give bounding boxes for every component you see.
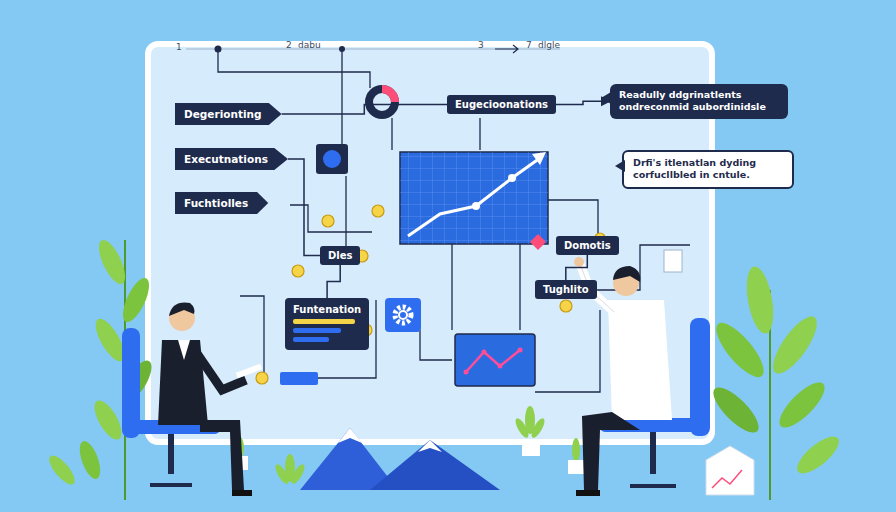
icon-dot: [323, 150, 341, 168]
house-chart-line: [712, 470, 742, 488]
node-text: Readully ddgrinatlents ondreconmid aubor…: [619, 89, 779, 114]
mountain-snow: [338, 428, 362, 443]
callout-bubble: Readully ddgrinatlents ondreconmid aubor…: [610, 84, 788, 119]
donut-chart: [369, 89, 395, 115]
bubble-tail: [601, 92, 611, 104]
chart-arrow: [532, 152, 546, 165]
process-box: Eugecioonations: [447, 95, 556, 114]
panel-bar: [293, 337, 329, 342]
node-text: Degerionting: [184, 108, 262, 120]
gear-box: [385, 298, 421, 332]
step-label: 3: [478, 40, 484, 50]
step-label: dabu: [298, 40, 321, 50]
timeline-arrow: [495, 45, 518, 53]
mini-point: [518, 348, 523, 353]
node-text: Dles: [328, 250, 352, 261]
pink-marker: [530, 234, 546, 250]
person-left: [122, 303, 262, 496]
mini-point: [498, 364, 503, 369]
step-label: 2: [286, 40, 292, 50]
gear-icon: [395, 307, 411, 323]
arrow-outline: [175, 103, 282, 125]
bubble-tail-shape: [615, 160, 625, 172]
connector: [288, 159, 320, 256]
node-text: Funtenation: [293, 304, 361, 315]
panel-bar: [293, 328, 341, 333]
connector: [282, 105, 447, 115]
small-bar: [280, 372, 318, 385]
panel-bar: [293, 319, 355, 324]
bubble-tail: [615, 160, 625, 172]
panel-box: Funtenation: [285, 298, 369, 350]
plant: [45, 438, 104, 488]
process-box: Dles: [320, 246, 360, 265]
process-box: Domotis: [556, 236, 619, 255]
node-text: Drfi's itlenatlan dyding corfucllbled in…: [633, 157, 783, 182]
node-text: Eugecioonations: [455, 99, 548, 110]
chart-line: [408, 158, 540, 236]
step-label: 7: [526, 40, 532, 50]
bubble-tail-shape: [601, 92, 611, 104]
donut-slice: [382, 89, 395, 102]
pot: [522, 440, 540, 456]
mountain-snow: [418, 440, 442, 452]
doc-icon: [664, 250, 682, 272]
arrow-box: Fuchtiolles: [175, 192, 268, 214]
connector: [327, 265, 340, 298]
node-text: Fuchtiolles: [184, 197, 248, 209]
step-label: dlgle: [538, 40, 560, 50]
node-text: Tughlito: [543, 284, 589, 295]
pot: [568, 460, 584, 474]
arrow-box: Executnations: [175, 148, 288, 170]
arrow-outline: [175, 192, 268, 214]
process-box: Tughlito: [535, 280, 597, 299]
gear-hub: [399, 311, 407, 319]
chart-point: [472, 202, 480, 210]
node-text: Executnations: [184, 153, 268, 165]
arrow-box: Degerionting: [175, 103, 282, 125]
step-label: 1: [176, 42, 182, 52]
plant: [236, 406, 580, 486]
chart-grid: [400, 152, 548, 244]
node-dot: [256, 205, 605, 384]
mini-chart: [455, 334, 535, 386]
mini-point: [464, 370, 469, 375]
callout-bubble: Drfi's itlenatlan dyding corfucllbled in…: [622, 150, 794, 189]
mini-chart-line: [466, 350, 520, 372]
mountain: [370, 440, 500, 490]
line-chart: [400, 152, 548, 244]
connector: [566, 255, 588, 280]
connector: [556, 101, 610, 104]
arrow-outline: [175, 148, 288, 170]
house-chart: [706, 446, 754, 495]
plant: [89, 236, 157, 500]
mini-point: [482, 350, 487, 355]
ground: [0, 490, 896, 512]
icon-box: [316, 144, 348, 174]
node-text: Domotis: [564, 240, 611, 251]
chart-point: [508, 174, 516, 182]
